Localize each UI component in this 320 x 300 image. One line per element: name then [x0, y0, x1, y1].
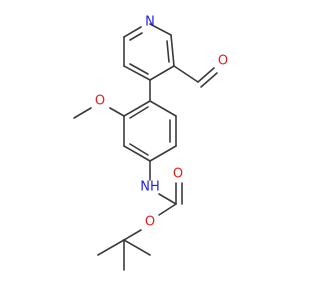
bond [200, 72, 218, 88]
bond [129, 32, 143, 41]
bond [109, 107, 125, 117]
bond [123, 65, 151, 81]
pyridine-ring [123, 23, 175, 81]
bond [129, 63, 149, 75]
bond [123, 100, 151, 117]
amide-nh-label: NH [140, 180, 160, 195]
bond [170, 34, 175, 67]
bond [173, 65, 199, 83]
benzene-ring [123, 100, 177, 162]
bond [123, 26, 142, 38]
pyridine-nitrogen-label: N [145, 15, 155, 30]
carbonyl-oxygen-label: O [173, 167, 183, 182]
bond [158, 203, 177, 216]
bond [197, 67, 215, 83]
bond [149, 65, 175, 81]
bond [123, 145, 151, 162]
bond [129, 143, 149, 156]
bond [166, 40, 170, 63]
carbamate-group [149, 160, 183, 216]
tert-butyl-group [97, 229, 151, 271]
bond [123, 239, 151, 256]
methoxy-oxygen-label: O [95, 94, 105, 109]
bond [73, 107, 92, 119]
methoxy-group [73, 107, 125, 119]
aldehyde-oxygen-label: O [218, 54, 228, 69]
bond [149, 23, 172, 36]
bond [158, 193, 177, 205]
ester-oxygen-label: O [145, 215, 155, 230]
aldehyde-group [173, 65, 218, 88]
bond [129, 106, 149, 119]
molecule-structure-diagram: N O O NH O O [73, 15, 228, 271]
bond [149, 100, 177, 117]
bond [123, 229, 142, 241]
bond [149, 145, 177, 162]
bond [97, 239, 125, 256]
